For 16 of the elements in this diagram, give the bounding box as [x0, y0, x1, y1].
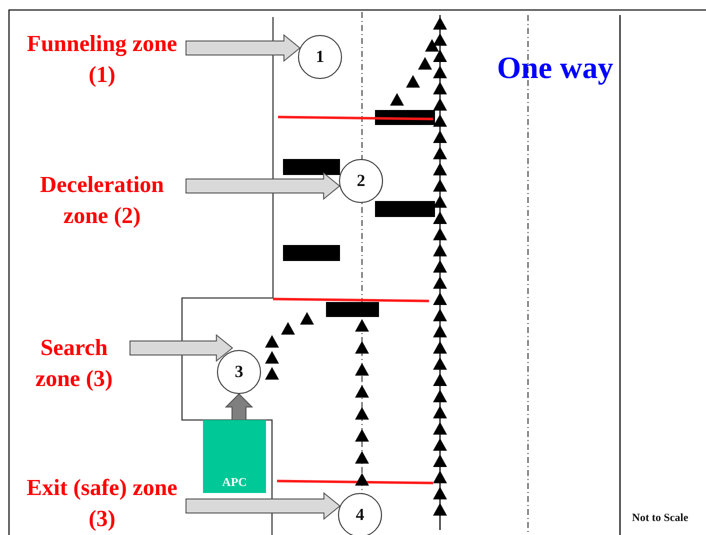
block-arrow	[186, 34, 301, 62]
scale-note: Not to Scale	[632, 512, 688, 524]
block-arrow	[186, 492, 341, 520]
block-arrow	[186, 172, 340, 200]
zone-label: Deceleration zone (2)	[18, 169, 186, 231]
zone-label: Search zone (3)	[18, 332, 130, 394]
direction-title: One way	[497, 50, 614, 86]
block-arrow	[224, 393, 254, 420]
vehicle-block: APC	[203, 420, 266, 493]
zone-number-circle: 4	[338, 493, 382, 535]
zone-label: Exit (safe) zone (3)	[18, 472, 186, 534]
zone-label: Funneling zone (1)	[18, 28, 186, 90]
zone-number-circle: 1	[298, 35, 342, 79]
zone-number-circle: 2	[339, 159, 383, 203]
block-arrow	[130, 334, 234, 362]
zone-number-circle: 3	[217, 350, 261, 394]
